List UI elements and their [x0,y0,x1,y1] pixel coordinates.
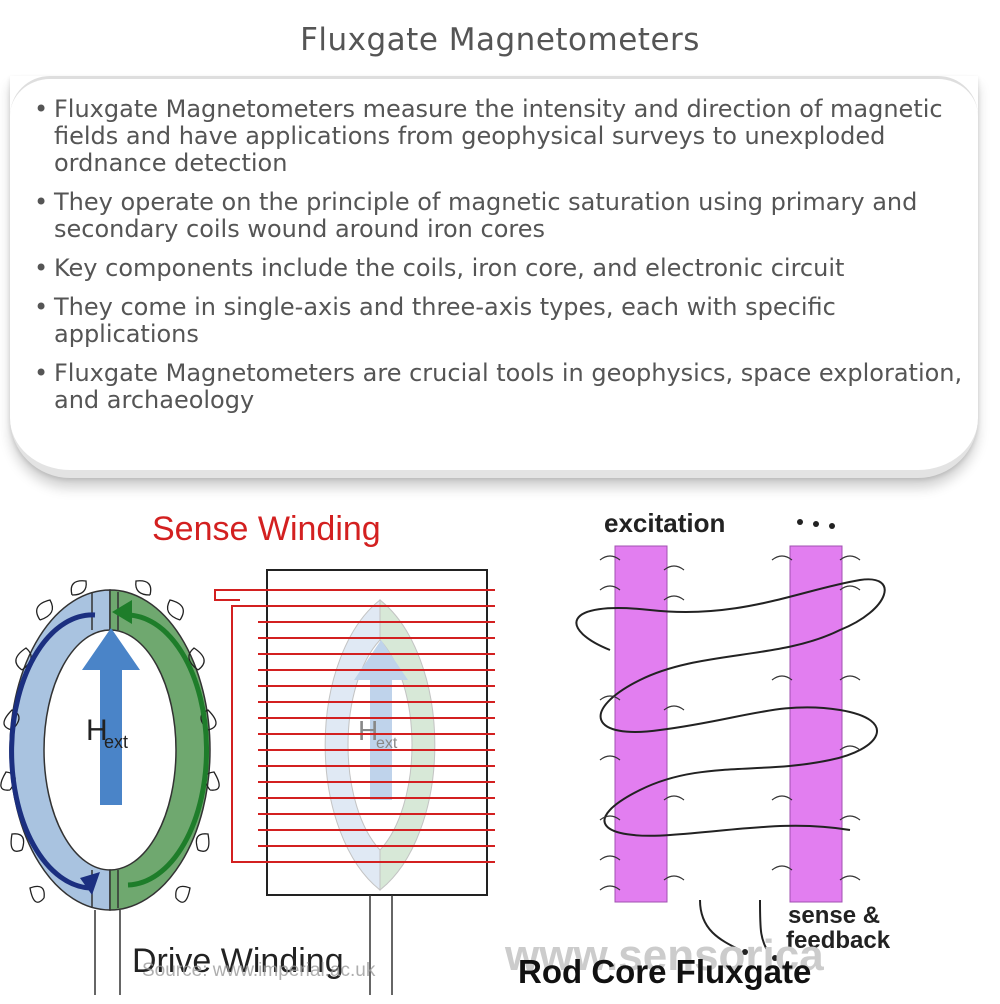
rod-core-right-icon [789,545,843,903]
drive-winding-label: Drive Winding [132,942,344,980]
ring-core-faint-icon [324,598,436,892]
hext-faint-subscript: ext [376,735,398,752]
sense-winding-diagram: Sense Winding H ext [132,510,495,995]
bullet-item: •Fluxgate Magnetometers are crucial tool… [34,360,964,414]
source-credit: Source: www.imperial.ac.uk [142,960,376,981]
bullet-dot-icon: • [34,293,49,321]
bullet-list: •Fluxgate Magnetometers measure the inte… [34,96,964,426]
sense-label: sense & [788,902,880,929]
summary-card [10,76,978,478]
bullet-text: Fluxgate Magnetometers measure the inten… [54,95,943,177]
bullet-dot-icon: • [34,95,49,123]
ring-core-icon [9,589,211,911]
hext-arrow-icon [82,628,140,805]
bullet-item: •They operate on the principle of magnet… [34,189,964,243]
rod-core-diagram: excitation sense & feedback www.sensoric… [504,508,891,990]
bullet-dot-icon: • [34,254,49,282]
bullet-text: They come in single-axis and three-axis … [54,293,836,348]
bullet-item: •They come in single-axis and three-axis… [34,294,964,348]
excitation-coil-icon [575,578,886,837]
feedback-label: feedback [786,927,891,954]
hext-subscript: ext [104,732,128,752]
bullet-text: They operate on the principle of magneti… [54,188,918,243]
bullet-dot-icon: • [34,188,49,216]
rod-coil-loops-icon [599,555,861,891]
bullet-text: Fluxgate Magnetometers are crucial tools… [54,359,963,414]
excitation-label: excitation [604,508,725,538]
bullet-item: •Fluxgate Magnetometers measure the inte… [34,96,964,177]
hext-faint-label: H [358,715,378,746]
sense-winding-lines-icon [214,589,495,863]
fluxgate-figure: H ext Sense Winding H ext [0,500,1000,1000]
watermark: www.sensorica [504,931,824,980]
bullet-dot-icon: • [34,359,49,387]
bullet-item: •Key components include the coils, iron … [34,255,964,282]
rod-core-left-icon [614,545,668,903]
rod-core-caption: Rod Core Fluxgate [518,953,811,990]
sense-winding-label: Sense Winding [152,510,381,548]
summary-card-top-edge [10,76,978,116]
hext-label: H [86,714,108,747]
page-title: Fluxgate Magnetometers [300,22,700,58]
ring-core-diagram: H ext [0,580,220,995]
bullet-text: Key components include the coils, iron c… [54,254,845,282]
